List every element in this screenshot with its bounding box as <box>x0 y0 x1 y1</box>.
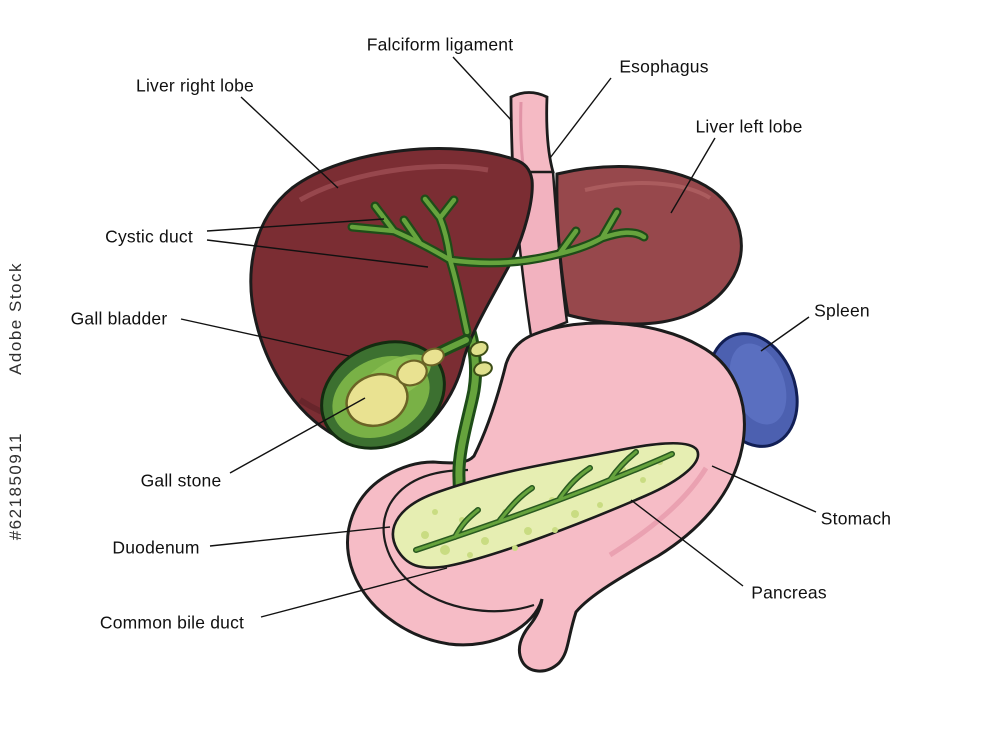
label-common-bile-duct: Common bile duct <box>99 612 245 633</box>
leader-gall-stone <box>229 397 366 474</box>
label-liver-right-lobe: Liver right lobe <box>136 75 254 96</box>
pancreas-shape <box>391 441 700 570</box>
leader-pancreas <box>630 499 744 587</box>
watermark-stock-id: #621850911 <box>6 432 25 541</box>
leader-duodenum <box>209 526 391 547</box>
duodenum-inner-wall <box>382 468 535 613</box>
label-gall-bladder: Gall bladder <box>70 308 168 329</box>
label-duodenum: Duodenum <box>112 537 200 558</box>
leader-gall-bladder <box>180 318 350 357</box>
cystic-duct-tree <box>347 194 649 337</box>
leader-cystic-duct-lower <box>206 239 429 268</box>
watermark-brand: Adobe Stock <box>6 262 25 375</box>
gall-bladder-shape <box>320 334 472 450</box>
label-esophagus: Esophagus <box>619 56 709 77</box>
label-falciform-ligament: Falciform ligament <box>366 34 514 55</box>
pancreatic-duct <box>413 449 675 553</box>
esophagus-shape <box>509 91 555 180</box>
leader-stomach <box>711 465 817 513</box>
label-spleen: Spleen <box>814 300 870 321</box>
label-pancreas: Pancreas <box>751 582 827 603</box>
leader-cystic-duct-upper <box>206 218 385 232</box>
leader-falciform-ligament <box>452 56 513 122</box>
leader-liver-right-lobe <box>240 96 339 189</box>
leader-lines <box>180 56 817 618</box>
leader-spleen <box>760 316 810 352</box>
leader-common-bile-duct <box>260 567 448 618</box>
liver-left-lobe-shape <box>555 165 743 326</box>
gall-stones <box>345 347 445 428</box>
duct-stones <box>469 340 493 377</box>
leader-esophagus <box>549 77 612 159</box>
label-stomach: Stomach <box>820 508 892 529</box>
label-liver-left-lobe: Liver left lobe <box>695 116 803 137</box>
leader-liver-left-lobe <box>670 137 716 214</box>
label-cystic-duct: Cystic duct <box>105 226 193 247</box>
label-gall-stone: Gall stone <box>140 470 222 491</box>
